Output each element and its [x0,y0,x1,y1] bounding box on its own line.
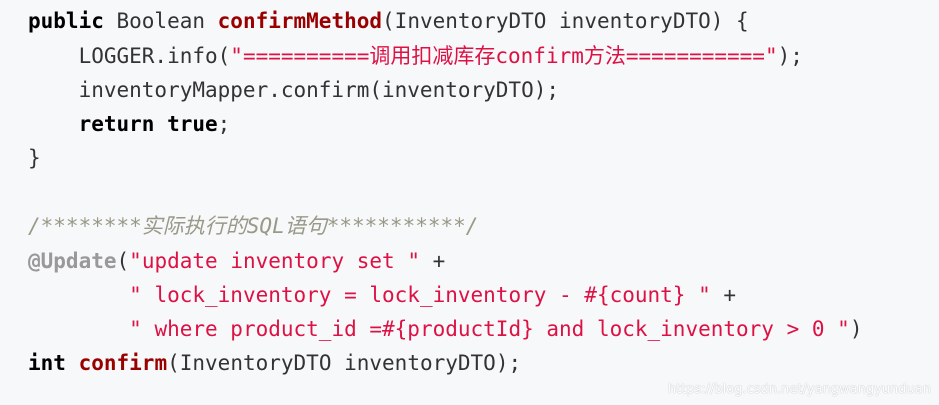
code-line-update-annotation: @Update("update inventory set " + [28,246,445,276]
sql-plus-1: + [419,249,446,273]
keyword-public: public [28,9,104,33]
interface-method-params: (InventoryDTO inventoryDTO); [167,351,522,375]
return-indent [28,112,79,136]
sql-string-3: " where product_id =#{productId} and loc… [129,317,850,341]
mapper-call: inventoryMapper.confirm(inventoryDTO); [28,78,560,102]
method-name-confirm: confirm [78,351,168,375]
sql-comment: /********实际执行的SQL语句***********/ [28,214,479,238]
code-line-comment: /********实际执行的SQL语句***********/ [28,211,478,241]
close-brace: } [28,146,41,170]
code-line-sql-2: " lock_inventory = lock_inventory - #{co… [28,280,736,310]
code-line-method-signature: public Boolean confirmMethod(InventoryDT… [28,6,749,36]
code-line-interface-method: int confirm(InventoryDTO inventoryDTO); [28,348,521,378]
return-semicolon: ; [217,112,231,136]
sql-indent-3 [28,317,129,341]
code-line-sql-3: " where product_id =#{productId} and loc… [28,314,862,344]
code-line-mapper-call: inventoryMapper.confirm(inventoryDTO); [28,75,559,105]
update-annotation: @Update [28,249,117,273]
csdn-watermark: https://blog.csdn.net/yangwangyunduan [667,382,931,397]
return-type: Boolean [103,9,218,33]
annotation-open-paren: ( [116,249,130,273]
logger-close: ); [777,44,803,68]
sql-string-1: "update inventory set " [129,249,420,273]
keyword-return: return [78,112,155,136]
int-space [66,351,79,375]
keyword-int: int [28,351,66,375]
code-line-return: return true; [28,109,231,139]
keyword-true: true [167,112,218,136]
annotation-close-paren: ) [849,317,863,341]
return-space [154,112,167,136]
sql-indent-2 [28,283,129,307]
method-params: (InventoryDTO inventoryDTO) { [382,9,749,33]
logger-string: "==========调用扣减库存confirm方法===========" [230,44,778,68]
code-line-close-brace: } [28,143,41,173]
logger-call: LOGGER.info( [28,44,231,68]
sql-plus-2: + [710,283,737,307]
method-name-confirmMethod: confirmMethod [217,9,383,33]
sql-string-2: " lock_inventory = lock_inventory - #{co… [129,283,711,307]
code-line-logger: LOGGER.info("==========调用扣减库存confirm方法==… [28,41,803,71]
